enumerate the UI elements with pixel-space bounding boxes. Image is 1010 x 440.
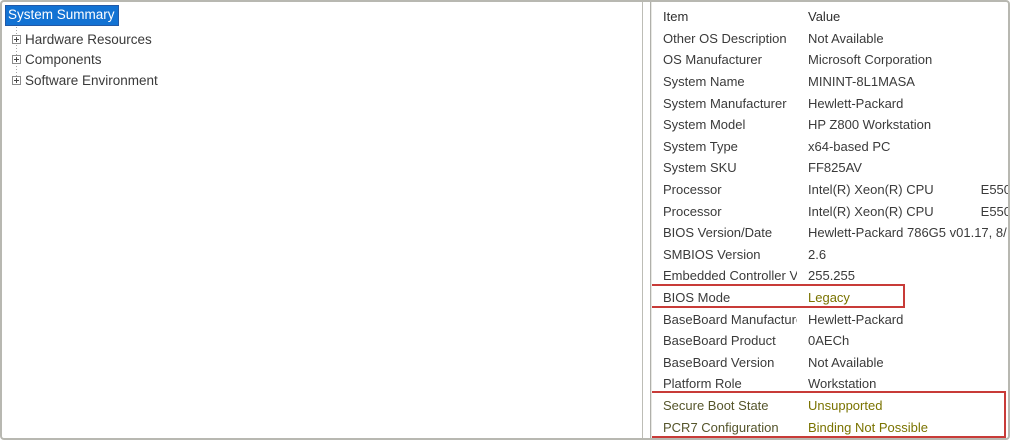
value-cell: Microsoft Corporation: [808, 52, 933, 68]
tree-item-label: Hardware Resources: [25, 31, 152, 47]
tree-item-label: Software Environment: [25, 72, 158, 88]
item-cell: Embedded Controller V...: [663, 268, 797, 284]
column-header-item[interactable]: Item: [663, 9, 689, 25]
expand-plus-icon[interactable]: [12, 34, 21, 44]
value-cell: Hewlett-Packard: [808, 311, 904, 327]
table-header-row: Item Value: [652, 6, 1008, 28]
tree-item[interactable]: Software Environment: [5, 70, 642, 91]
value-cell: Workstation: [808, 376, 877, 392]
table-row[interactable]: BaseBoard Manufacturer Hewlett-Packard: [652, 308, 1008, 330]
table-row[interactable]: Processor Intel(R) Xeon(R) CPU E5506: [652, 200, 1008, 222]
tree-item-label: Components: [25, 52, 102, 68]
value-cell: Hewlett-Packard: [808, 95, 904, 111]
pane-splitter[interactable]: [643, 2, 651, 438]
tree-item[interactable]: Components: [5, 50, 642, 71]
table-row[interactable]: BaseBoard Version Not Available: [652, 352, 1008, 374]
item-cell: BIOS Version/Date: [663, 225, 773, 241]
table-row[interactable]: Platform Role Workstation: [652, 373, 1008, 395]
value-cell: 255.255: [808, 268, 855, 284]
table-row[interactable]: PCR7 Configuration Binding Not Possible: [652, 416, 1008, 438]
value-cell: 0AECh: [808, 333, 850, 349]
tree-item[interactable]: Hardware Resources: [5, 29, 642, 50]
table-row[interactable]: Embedded Controller V... 255.255: [652, 265, 1008, 287]
value-cell: Not Available: [808, 30, 884, 46]
value-cell: Unsupported: [808, 397, 883, 413]
item-cell: OS Manufacturer: [663, 52, 762, 68]
item-cell: Other OS Description: [663, 30, 787, 46]
table-row[interactable]: SMBIOS Version 2.6: [652, 244, 1008, 266]
item-cell: BaseBoard Manufacturer: [663, 311, 797, 327]
table-row[interactable]: System Name MININT-8L1MASA: [652, 71, 1008, 93]
value-cell: Legacy: [808, 290, 850, 306]
value-cell: Hewlett-Packard 786G5 v01.17, 8/: [808, 225, 1007, 241]
item-cell: System Name: [663, 74, 745, 90]
table-row[interactable]: Processor Intel(R) Xeon(R) CPU E5506: [652, 179, 1008, 201]
table-row[interactable]: BIOS Version/Date Hewlett-Packard 786G5 …: [652, 222, 1008, 244]
table-row[interactable]: System Model HP Z800 Workstation: [652, 114, 1008, 136]
tree-children: Hardware Resources Components Software E…: [5, 27, 642, 91]
table-row[interactable]: Other OS Description Not Available: [652, 28, 1008, 50]
table-row[interactable]: BaseBoard Product 0AECh: [652, 330, 1008, 352]
expand-plus-icon[interactable]: [12, 75, 21, 85]
item-cell: PCR7 Configuration: [663, 419, 779, 435]
value-cell: FF825AV: [808, 160, 862, 176]
item-cell: BaseBoard Version: [663, 354, 775, 370]
table-row[interactable]: BIOS Mode Legacy: [652, 287, 1008, 309]
item-cell: Secure Boot State: [663, 397, 769, 413]
column-header-value[interactable]: Value: [808, 9, 841, 25]
value-cell: Intel(R) Xeon(R) CPU E5506: [808, 203, 1008, 219]
value-cell: MININT-8L1MASA: [808, 74, 915, 90]
tree-item-system-summary[interactable]: System Summary: [5, 5, 119, 26]
item-cell: Platform Role: [663, 376, 742, 392]
value-cell: Binding Not Possible: [808, 419, 928, 435]
value-cell: Not Available: [808, 354, 884, 370]
item-cell: Processor: [663, 182, 722, 198]
value-cell: 2.6: [808, 246, 827, 262]
table-row[interactable]: System Manufacturer Hewlett-Packard: [652, 92, 1008, 114]
table-row[interactable]: Secure Boot State Unsupported: [652, 395, 1008, 417]
item-cell: System SKU: [663, 160, 737, 176]
details-pane: Item Value Other OS Description Not Avai…: [651, 2, 1008, 438]
item-cell: SMBIOS Version: [663, 246, 761, 262]
item-cell: System Model: [663, 117, 746, 133]
category-tree-pane: System Summary Hardware Resources Compon…: [2, 2, 643, 438]
item-cell: BaseBoard Product: [663, 333, 776, 349]
item-cell: System Manufacturer: [663, 95, 787, 111]
value-cell: HP Z800 Workstation: [808, 117, 932, 133]
item-cell: Processor: [663, 203, 722, 219]
table-row[interactable]: OS Manufacturer Microsoft Corporation: [652, 49, 1008, 71]
table-row[interactable]: System SKU FF825AV: [652, 157, 1008, 179]
item-cell: System Type: [663, 138, 738, 154]
value-cell: x64-based PC: [808, 138, 891, 154]
value-cell: Intel(R) Xeon(R) CPU E5506: [808, 182, 1008, 198]
table-row[interactable]: System Type x64-based PC: [652, 136, 1008, 158]
item-cell: BIOS Mode: [663, 290, 731, 306]
expand-plus-icon[interactable]: [12, 55, 21, 65]
